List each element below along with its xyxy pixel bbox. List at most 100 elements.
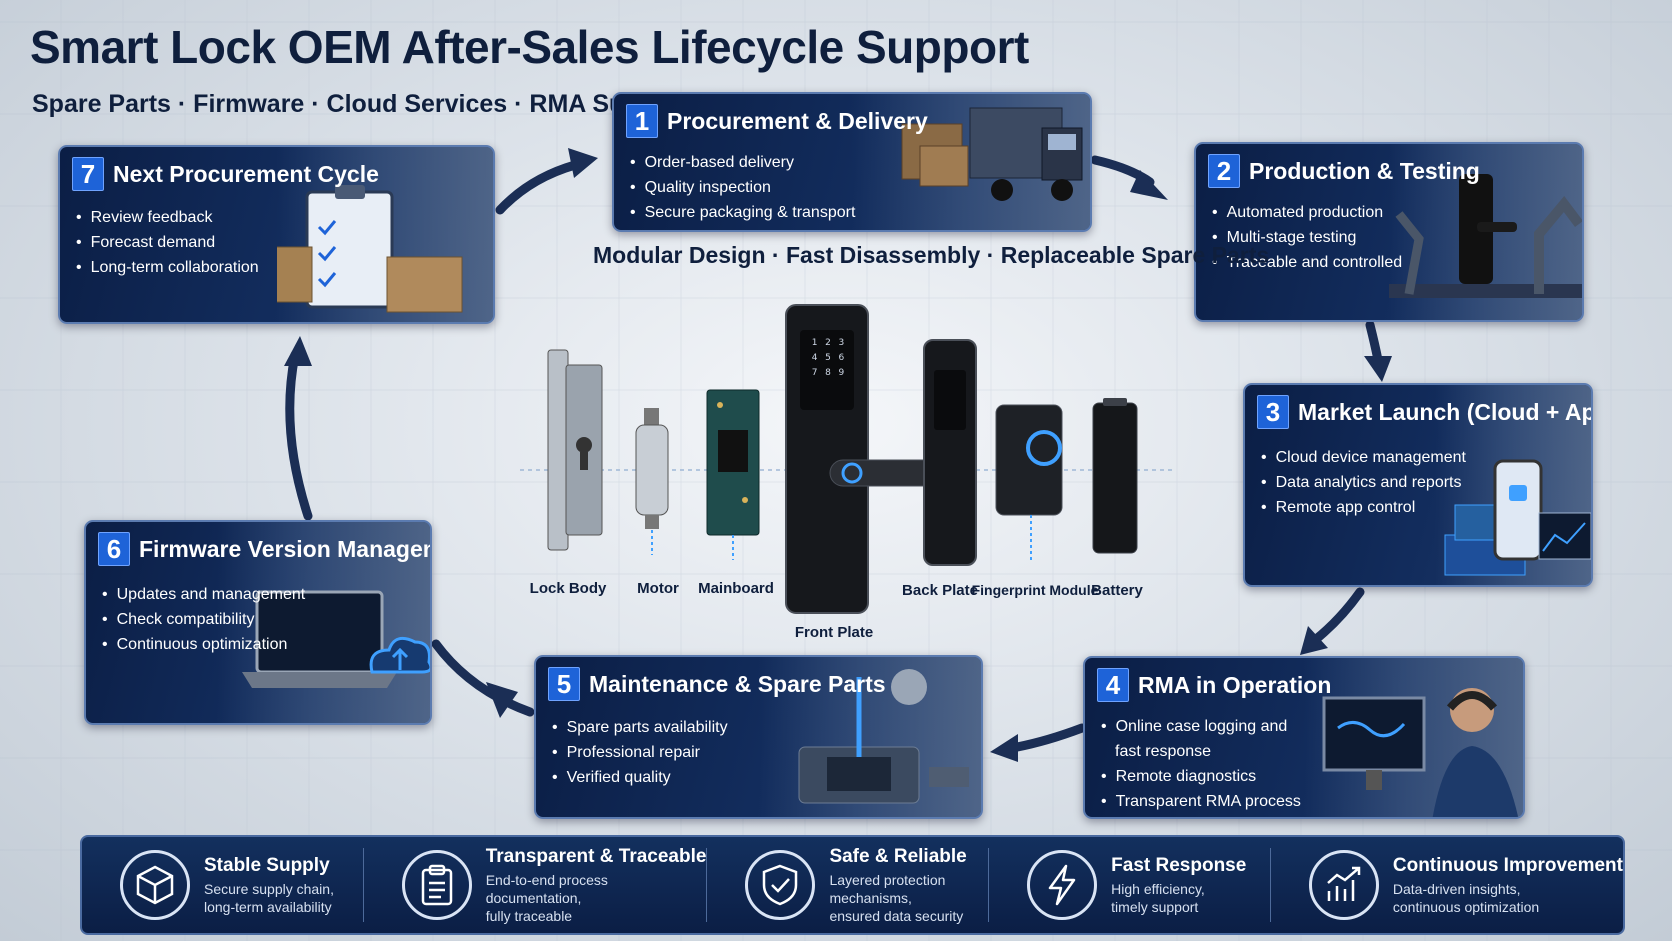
arrowhead-3-to-4 [1300, 626, 1328, 655]
step-6-item: Check compatibility [102, 607, 305, 632]
step-2-item: Traceable and controlled [1212, 250, 1403, 275]
step-3-item: Remote app control [1261, 495, 1466, 520]
feature-desc: High efficiency, timely support [1111, 880, 1205, 915]
step-1-list: Order-based delivery Quality inspection … [630, 150, 856, 225]
step-7-item: Forecast demand [76, 230, 259, 255]
truck-icon [901, 107, 1083, 201]
step-6-item: Updates and management [102, 582, 306, 607]
step-3-item: Cloud device management [1261, 445, 1466, 470]
feature-fast-response: Fast Response High efficiency, timely su… [989, 848, 1271, 922]
feature-transparent-traceable: Transparent & Traceable End-to-end proce… [364, 846, 708, 924]
part-label-front-plate: Front Plate [794, 624, 874, 641]
arrow-5-to-6 [431, 639, 535, 717]
step-6-firmware-panel: 6 Firmware Version Management Updates an… [84, 520, 432, 725]
back-plate-part [923, 339, 977, 566]
step-1-title: Procurement & Delivery [667, 107, 928, 134]
clipboard-icon [401, 850, 472, 920]
step-3-list: Cloud device management Data analytics a… [1261, 445, 1466, 520]
step-3-title: Market Launch (Cloud + App) [1298, 398, 1593, 425]
shield-check-icon [745, 850, 816, 920]
step-5-title: Maintenance & Spare Parts [589, 670, 886, 697]
feature-desc: Layered protection mechanisms, ensured d… [829, 871, 964, 924]
front-plate-keypad: 1 2 3 4 5 6 7 8 9 [808, 338, 848, 378]
part-label-lock-body: Lock Body [529, 580, 607, 597]
arrowhead-5-to-6 [486, 682, 518, 718]
phone-cloud-icon [1444, 459, 1591, 576]
step-3-item: Data analytics and reports [1261, 470, 1466, 495]
part-label-fingerprint-module: Fingerprint Module [971, 582, 1099, 598]
motor-part [635, 408, 669, 555]
step-6-title: Firmware Version Management [139, 535, 430, 562]
feature-title: Continuous Improvement [1392, 854, 1623, 876]
keypad-key: 1 [811, 338, 818, 348]
step-5-number: 5 [548, 667, 580, 701]
growth-chart-icon [1308, 850, 1379, 920]
step-3-market-launch-panel: 3 Market Launch (Cloud + App) Cloud devi… [1243, 383, 1593, 587]
feature-desc: End-to-end process documentation, fully … [485, 871, 608, 924]
step-6-item: Continuous optimization [102, 632, 305, 657]
step-4-header: 4 RMA in Operation [1097, 668, 1331, 702]
keypad-key: 6 [838, 353, 845, 363]
step-2-item: Automated production [1212, 200, 1402, 225]
robot-arm-photo [1389, 144, 1582, 320]
feature-continuous-improvement: Continuous Improvement Data-driven insig… [1271, 848, 1623, 922]
support-agent-photo [1304, 658, 1523, 817]
lock-body-part [547, 349, 603, 551]
keypad-key: 7 [811, 368, 818, 378]
step-7-title: Next Procurement Cycle [113, 160, 379, 187]
clipboard-boxes-icon [271, 185, 462, 313]
arrowhead-7-to-1 [568, 148, 598, 178]
step-5-list: Spare parts availability Professional re… [552, 715, 728, 790]
mainboard-part [706, 389, 760, 560]
step-7-list: Review feedback Forecast demand Long-ter… [76, 205, 259, 280]
clipboard-boxes-photo [271, 147, 493, 322]
step-5-item: Spare parts availability [552, 715, 728, 740]
arrow-4-to-5 [1007, 723, 1087, 753]
part-label-motor: Motor [637, 580, 679, 597]
step-5-header: 5 Maintenance & Spare Parts [548, 667, 886, 701]
arrowhead-4-to-5 [990, 734, 1018, 762]
step-1-procurement-panel: 1 Procurement & Delivery Order-based del… [612, 92, 1092, 232]
feature-title: Stable Supply [204, 854, 330, 876]
step-4-item: Remote diagnostics [1101, 764, 1301, 789]
battery-part [1092, 398, 1138, 554]
step-4-item-continuation: fast response [1115, 743, 1212, 760]
repair-parts-icon [798, 669, 969, 804]
repair-bench-photo [758, 657, 981, 817]
step-4-item: Transparent RMA process [1101, 789, 1301, 814]
part-label-back-plate: Back Plate [902, 582, 978, 599]
step-3-header: 3 Market Launch (Cloud + App) [1257, 395, 1593, 429]
feature-stable-supply: Stable Supply Secure supply chain, long-… [82, 848, 364, 922]
support-agent-icon [1322, 688, 1519, 817]
step-2-item: Multi-stage testing [1212, 225, 1402, 250]
step-7-item: Review feedback [76, 205, 259, 230]
arrow-6-to-7 [285, 350, 313, 521]
step-4-item: Online case logging and [1101, 714, 1301, 739]
part-label-mainboard: Mainboard [698, 580, 774, 597]
step-6-list: Updates and management Check compatibili… [102, 582, 306, 657]
page-title: Smart Lock OEM After-Sales Lifecycle Sup… [30, 21, 1029, 73]
feature-title: Fast Response [1111, 854, 1247, 876]
keypad-key: 2 [825, 338, 831, 348]
step-2-list: Automated production Multi-stage testing… [1212, 200, 1403, 275]
arrow-7-to-1 [495, 160, 580, 215]
step-2-header: 2 Production & Testing [1208, 154, 1480, 188]
cloud-app-photo [1435, 385, 1591, 585]
step-2-production-panel: 2 Production & Testing Automated product… [1194, 142, 1584, 322]
step-7-item: Long-term collaboration [76, 255, 259, 280]
step-7-number: 7 [72, 157, 104, 191]
step-1-item: Secure packaging & transport [630, 200, 856, 225]
robot-arm-icon [1389, 174, 1582, 298]
step-1-number: 1 [626, 104, 658, 138]
arrowhead-1-to-2 [1130, 170, 1168, 200]
keypad-key: 4 [811, 353, 818, 363]
step-2-title: Production & Testing [1249, 157, 1480, 184]
truck-warehouse-photo [852, 94, 1090, 230]
step-7-header: 7 Next Procurement Cycle [72, 157, 379, 191]
center-tagline: Modular Design · Fast Disassembly · Repl… [593, 242, 1270, 268]
step-4-list: Online case logging and fast response Re… [1101, 714, 1301, 814]
step-1-item: Order-based delivery [630, 150, 855, 175]
keypad-key: 5 [825, 353, 831, 363]
arrow-3-to-4 [1310, 587, 1365, 645]
